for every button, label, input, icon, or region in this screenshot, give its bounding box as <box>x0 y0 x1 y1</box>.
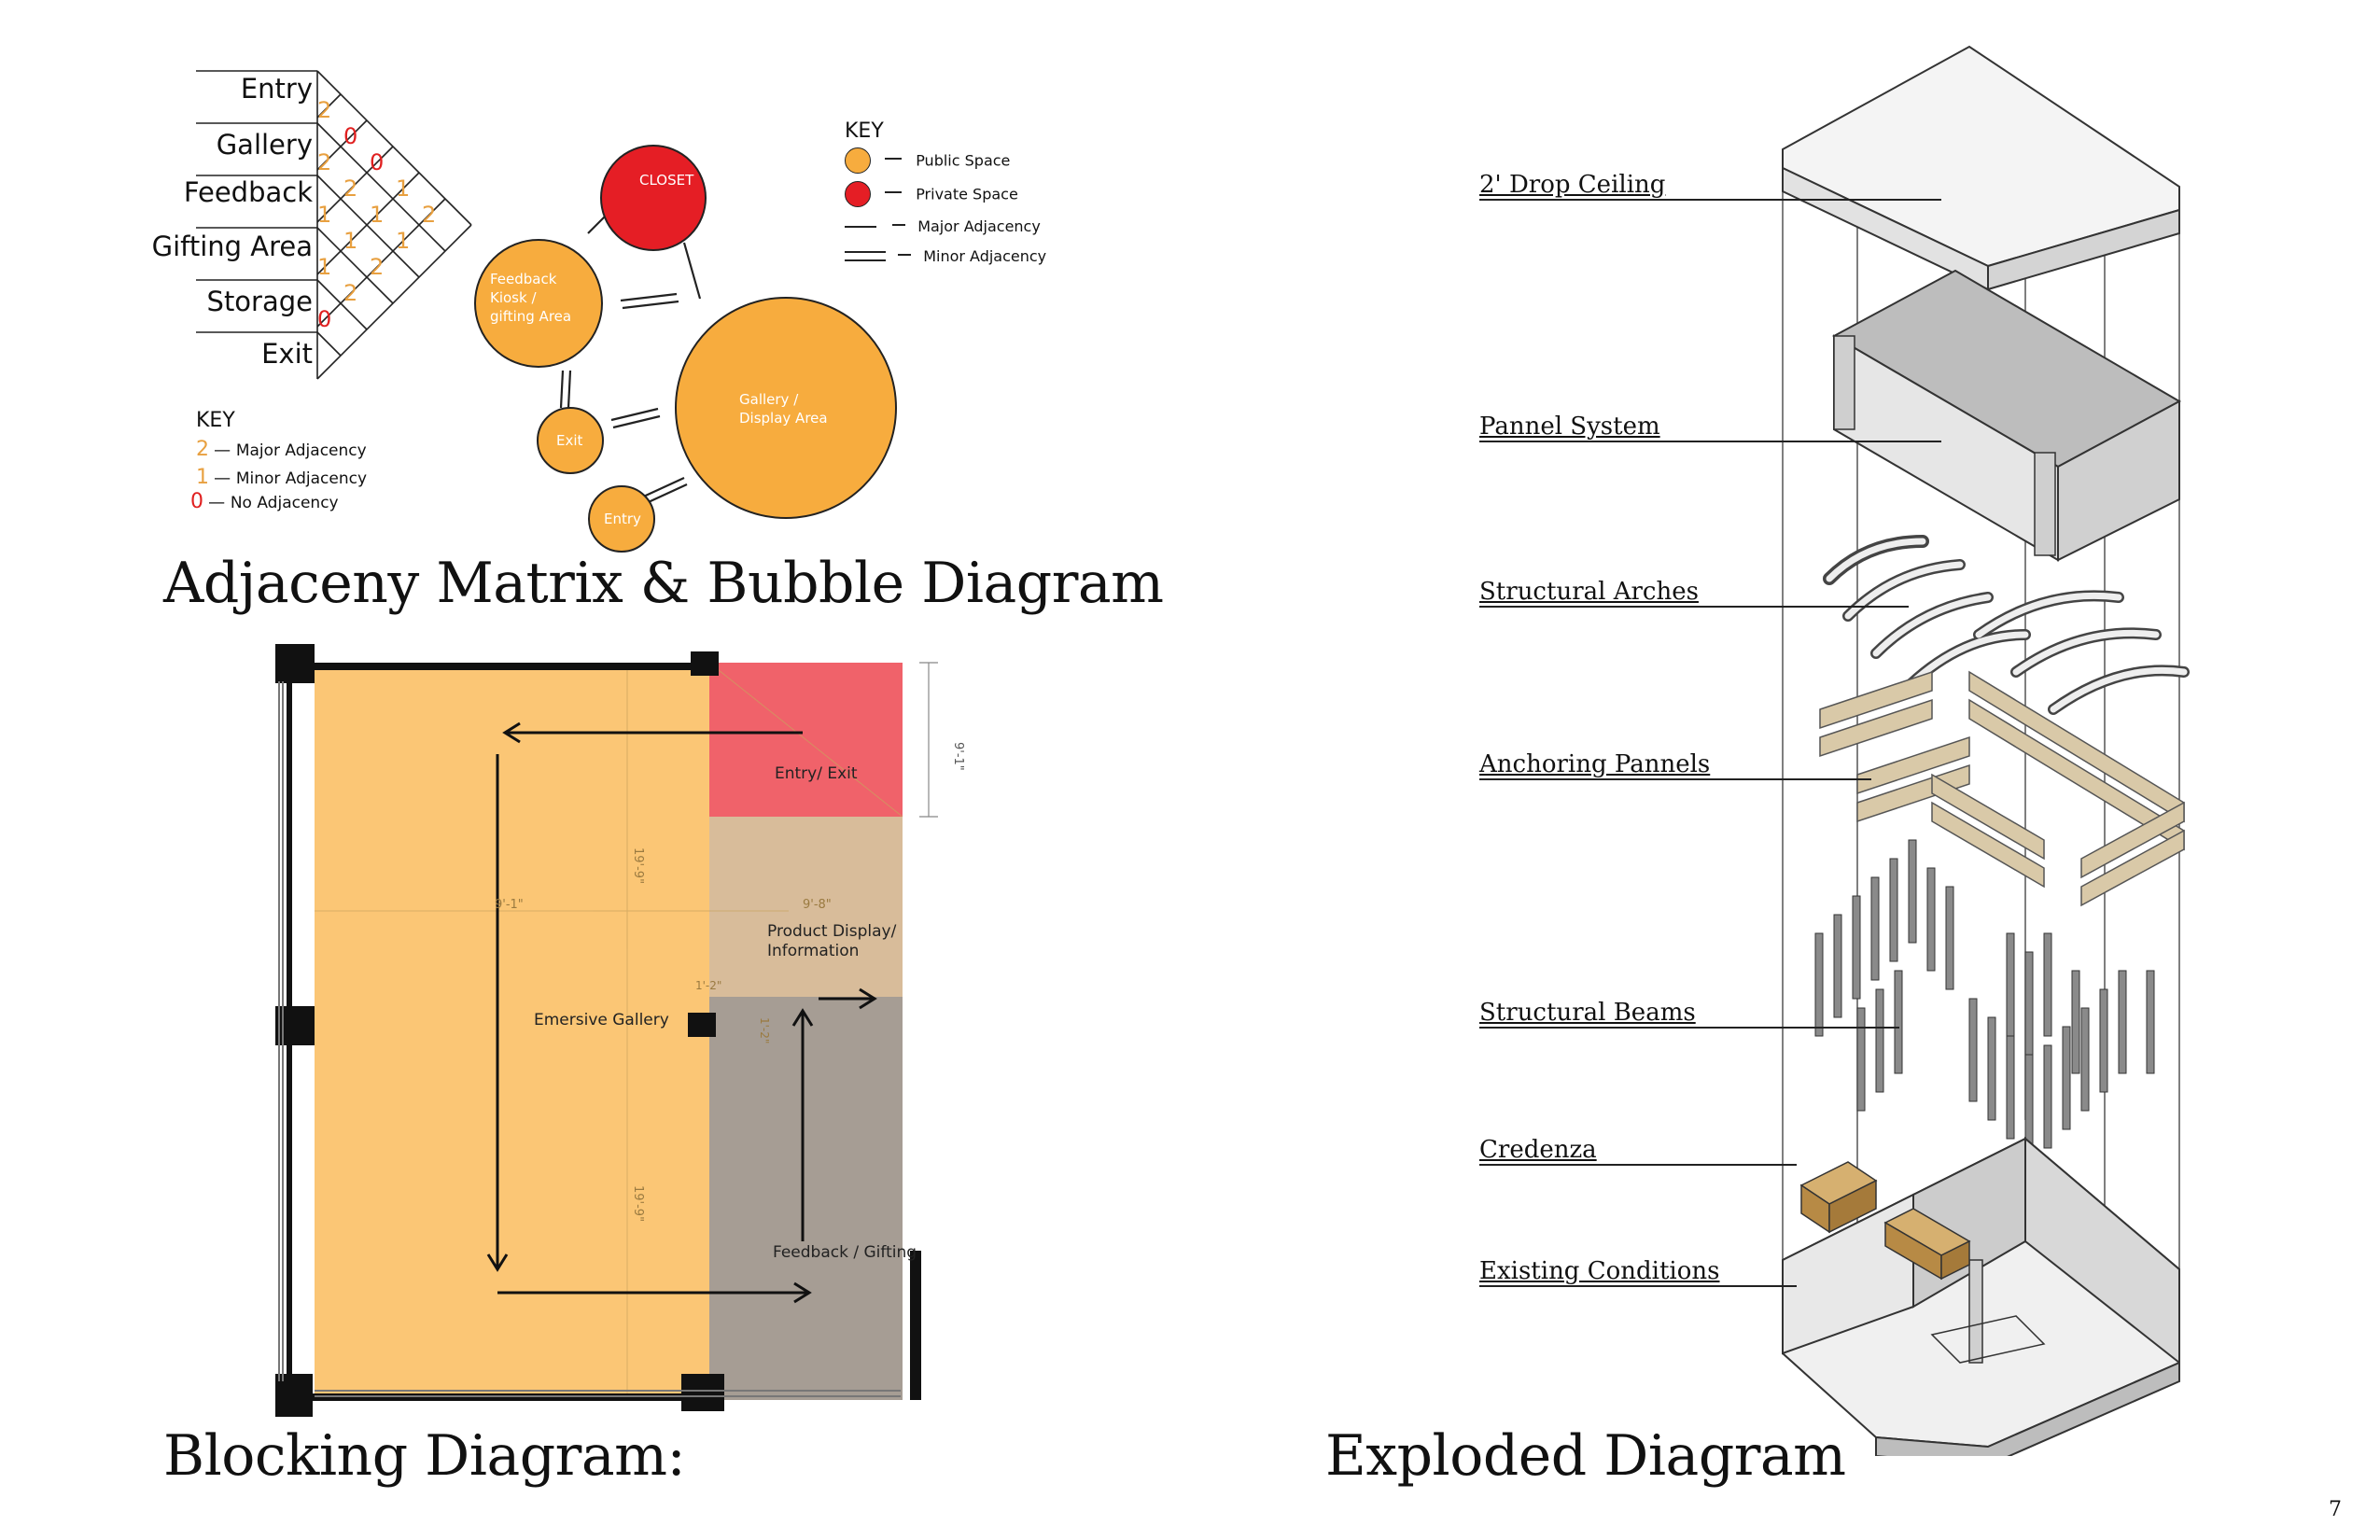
exit-bubble <box>537 407 604 474</box>
matrix-cell: 0 <box>370 149 385 175</box>
matrix-cell: 2 <box>317 149 332 175</box>
gallery-bubble <box>675 297 897 519</box>
closet-label: CLOSET <box>639 172 694 189</box>
matrix-cell: 0 <box>317 306 332 332</box>
matrix-cell: 2 <box>317 97 332 123</box>
feedback-gifting-zone <box>709 997 903 1400</box>
matrix-cell: 2 <box>370 254 385 280</box>
matrix-key-minor: 1 — Minor Adjacency <box>196 466 368 489</box>
blocking-diagram: Emersive Gallery Entry/ Exit Product Dis… <box>266 644 994 1437</box>
matrix-cell: 2 <box>422 202 437 228</box>
entry-exit-label: Entry/ Exit <box>775 764 858 783</box>
matrix-key: KEY 2 — Major Adjacency 1 — Minor Adjace… <box>190 409 439 516</box>
public-space-swatch <box>845 147 871 174</box>
major-adjacency-label: Major Adjacency <box>917 217 1041 235</box>
bubble-key-title: KEY <box>845 119 884 143</box>
exit-label: Exit <box>556 432 583 449</box>
matrix-key-title: KEY <box>196 409 235 432</box>
product-display-zone <box>709 817 903 997</box>
matrix-key-minor-label: Minor Adjacency <box>235 469 368 488</box>
bubble-key-public: Public Space <box>845 147 1010 174</box>
matrix-key-none: 0 — No Adjacency <box>190 490 339 513</box>
matrix-cell: 2 <box>343 280 358 306</box>
matrix-key-major: 2 — Major Adjacency <box>196 438 367 461</box>
private-space-label: Private Space <box>916 185 1018 203</box>
bubble-key-minor: Minor Adjacency <box>845 246 1046 265</box>
structural-arches-part <box>1823 535 2190 715</box>
matrix-key-symbol-1: 1 <box>196 466 209 489</box>
dim-display-width: 9'-8" <box>803 898 832 912</box>
panel-system-part <box>1831 269 2182 562</box>
matrix-cell: 1 <box>343 228 358 254</box>
matrix-cell: 1 <box>396 175 411 202</box>
matrix-key-major-label: Major Adjacency <box>235 441 367 460</box>
matrix-row-storage: Storage <box>206 286 313 317</box>
gallery-zone <box>315 663 709 1400</box>
matrix-key-none-label: No Adjacency <box>230 494 339 512</box>
product-display-label: Product Display/ Information <box>767 922 902 960</box>
dim-gallery-lower: 19'-9" <box>631 1185 645 1222</box>
gallery-label: Gallery / Display Area <box>739 391 828 427</box>
credenza-part <box>1799 1161 1971 1281</box>
matrix-row-gallery: Gallery <box>216 129 313 161</box>
dim-column-width: 1'-2" <box>695 979 721 992</box>
feedback-gifting-label: Feedback / Gifting <box>773 1243 917 1262</box>
bubble-key-major: Major Adjacency <box>845 217 1041 235</box>
matrix-key-symbol-0: 0 <box>190 490 203 513</box>
exploded-diagram <box>1745 37 2240 1467</box>
matrix-row-entry: Entry <box>240 73 313 105</box>
dim-column-depth: 1'-2" <box>758 1017 771 1043</box>
matrix-cell: 1 <box>370 202 385 228</box>
matrix-key-symbol-2: 2 <box>196 438 209 461</box>
gallery-zone-label: Emersive Gallery <box>534 1011 669 1029</box>
blocking-title: Blocking Diagram: <box>163 1423 686 1489</box>
feedback-bubble <box>474 239 603 368</box>
entry-bubble <box>588 485 655 553</box>
feedback-label: Feedback Kiosk / gifting Area <box>490 271 571 325</box>
matrix-row-exit: Exit <box>261 338 313 370</box>
adjacency-title: Adjaceny Matrix & Bubble Diagram <box>163 551 1164 616</box>
matrix-cell: 1 <box>317 254 332 280</box>
adjacency-matrix-graphic <box>196 70 472 385</box>
private-space-swatch <box>845 181 871 207</box>
entry-label: Entry <box>604 511 641 527</box>
closet-bubble <box>600 145 707 251</box>
matrix-row-feedback: Feedback <box>183 176 313 208</box>
dim-gallery-upper: 19'-9" <box>631 847 645 884</box>
anchoring-panels-part <box>1819 670 2185 907</box>
bubble-diagram: CLOSET Feedback Kiosk / gifting Area Gal… <box>457 140 905 560</box>
dim-gallery-width: 9'-1" <box>495 898 524 912</box>
adjacency-matrix <box>159 65 485 385</box>
drop-ceiling-part <box>1782 45 2180 291</box>
blocking-diagram-graphic: Emersive Gallery Entry/ Exit Product Dis… <box>275 644 965 1417</box>
exploded-title: Exploded Diagram <box>1325 1423 1846 1489</box>
minor-adjacency-line <box>845 251 886 261</box>
matrix-row-gifting-area: Gifting Area <box>151 231 313 262</box>
exploded-diagram-graphic <box>1782 45 2190 1467</box>
bubble-diagram-graphic: CLOSET Feedback Kiosk / gifting Area Gal… <box>474 145 897 553</box>
major-adjacency-line <box>845 225 876 228</box>
matrix-cell: 1 <box>317 202 332 228</box>
dim-entry-height: 9'-1" <box>951 742 965 771</box>
public-space-label: Public Space <box>916 151 1011 170</box>
matrix-cell: 0 <box>343 123 358 149</box>
page-number: 7 <box>2329 1498 2342 1521</box>
bubble-key-private: Private Space <box>845 181 1018 207</box>
bubble-key: KEY Public Space Private Space Major Adj… <box>845 119 1087 278</box>
matrix-cell: 2 <box>343 175 358 202</box>
matrix-cell: 1 <box>396 228 411 254</box>
minor-adjacency-label: Minor Adjacency <box>923 247 1047 265</box>
